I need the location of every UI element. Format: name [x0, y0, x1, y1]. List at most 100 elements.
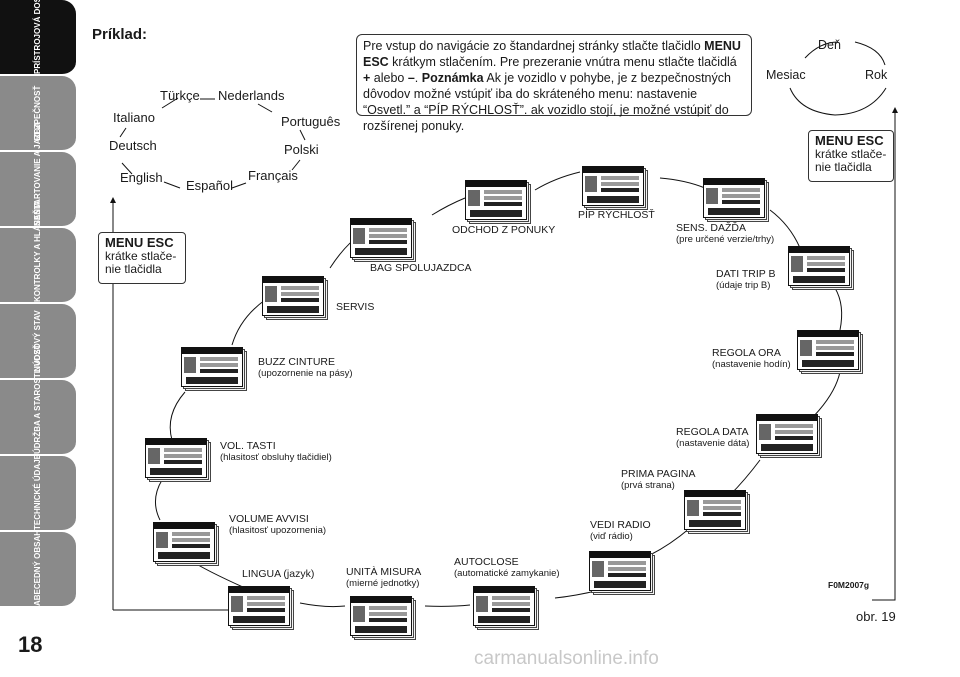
tab-kontrolky[interactable]: KONTROLKY A HLÁSENIA [0, 201, 76, 304]
menu-item-sub: (pre určené verzie/trhy) [676, 234, 775, 245]
label-regola-ora: REGOLA ORA(nastavenie hodín) [712, 347, 791, 371]
note-bold: + [363, 71, 371, 85]
label-buzz: BUZZ CINTURE(upozornenie na pásy) [258, 356, 353, 380]
example-title: Príklad: [92, 26, 148, 43]
display-screen [473, 586, 539, 630]
lang-polski: Polski [284, 142, 319, 157]
chapter-sidebar: PRÍSTROJOVÁ DOSKA A OVLÁDAČE BEZPEČNOSŤ … [0, 0, 76, 677]
label-volume-avvisi: VOLUME AVVISI(hlasitosť upozornenia) [229, 513, 326, 537]
menu-item-label: ODCHOD Z PONUKY [452, 224, 556, 236]
menu-item-label: PRIMA PAGINA [621, 468, 696, 480]
label-sens-dazda: SENS. DAŽĎA(pre určené verzie/trhy) [676, 222, 774, 246]
display-screen [153, 522, 219, 566]
menu-item-label: DATI TRIP B [716, 268, 776, 280]
lang-turkce: Türkçe [160, 88, 200, 103]
note-text: Pre vstup do navigácie zo štandardnej st… [363, 39, 705, 53]
menu-item-sub: (nastavenie dáta) [676, 438, 750, 449]
display-screen [181, 347, 247, 391]
menu-item-sub: (viď rádio) [590, 531, 633, 542]
menu-item-label: UNITÀ MISURA [346, 566, 422, 578]
watermark: carmanualsonline.info [474, 648, 659, 669]
display-screen [703, 178, 769, 222]
label-prima-pagina: PRIMA PAGINA(prvá strana) [621, 468, 696, 492]
menu-item-sub: (nastavenie hodín) [712, 359, 791, 370]
label-vol-tasti: VOL. TASTI(hlasitosť obsluhy tlačidiel) [220, 440, 332, 464]
lang-italiano: Italiano [113, 110, 155, 125]
display-screen [350, 218, 416, 262]
lang-deutsch: Deutsch [109, 138, 157, 153]
label-bag: BAG SPOLUJAZDCA [370, 262, 472, 274]
menu-item-label: REGOLA DATA [676, 426, 749, 438]
menu-item-label: VEDI RADIO [590, 519, 651, 531]
note-text: krátkym stlačením. Pre prezeranie vnútra… [388, 55, 737, 69]
menu-item-sub: (automatické zamykanie) [454, 568, 560, 579]
note-text: Ak je vozidlo v pohybe, je z bezpečnostn… [363, 71, 731, 133]
date-rok: Rok [865, 68, 888, 82]
tab-udrzba[interactable]: ÚDRŽBA A STAROSTLIVOSŤ [0, 344, 76, 456]
label-vedi-radio: VEDI RADIO(viď rádio) [590, 519, 651, 543]
menu-item-label: VOL. TASTI [220, 440, 276, 452]
label-odchod: ODCHOD Z PONUKY [452, 224, 555, 236]
figure-code: F0M2007g [828, 580, 870, 590]
menu-item-label: REGOLA ORA [712, 347, 781, 359]
lang-francais: Français [248, 168, 298, 183]
menu-item-sub: (prvá strana) [621, 480, 675, 491]
tab-pristrojova-doska[interactable]: PRÍSTROJOVÁ DOSKA A OVLÁDAČE [0, 0, 76, 76]
display-screen [262, 276, 328, 320]
label-pip-rychlost: PÍP RÝCHLOSŤ [578, 209, 655, 221]
lang-english: English [120, 170, 163, 185]
page-number: 18 [18, 632, 43, 657]
menu-item-label: SERVIS [336, 301, 375, 313]
label-regola-data: REGOLA DATA(nastavenie dáta) [676, 426, 749, 450]
menu-item-sub: (hlasitosť upozornenia) [229, 525, 327, 536]
display-screen [350, 596, 416, 640]
display-screen [228, 586, 294, 630]
tab-nastartovanie[interactable]: NAŠTARTOVANIE A JAZDA [0, 122, 76, 228]
display-screen [465, 180, 531, 224]
menu-esc-left: MENU ESC krátke stlače-nie tlačidla [98, 232, 186, 284]
menu-item-sub: (upozornenie na pásy) [258, 368, 353, 379]
display-screen [589, 551, 655, 595]
date-den: Deň [818, 38, 841, 52]
menu-esc-right: MENU ESC krátke stlače-nie tlačidla [808, 130, 894, 182]
display-screen [788, 246, 854, 290]
note-bold: MENU ESC [363, 39, 741, 69]
label-lingua: LINGUA (jazyk) [242, 568, 314, 580]
menu-item-sub: (mierné jednotky) [346, 578, 420, 589]
menu-esc-text: krátke stlače-nie tlačidla [815, 147, 887, 174]
menu-item-label: VOLUME AVVISI [229, 513, 309, 525]
menu-item-sub: (údaje trip B) [716, 280, 771, 291]
info-note: Pre vstup do navigácie zo štandardnej st… [356, 34, 752, 133]
tab-abecedny-obsah[interactable]: ABECEDNÝ OBSAH [0, 530, 76, 608]
label-autoclose: AUTOCLOSE(automatické zamykanie) [454, 556, 560, 580]
display-screen [684, 490, 750, 534]
label-servis: SERVIS [336, 301, 374, 313]
display-screen [797, 330, 863, 374]
tab-nudzovy-stav[interactable]: NÚDZOVÝ STAV [0, 304, 76, 380]
date-mesiac: Mesiac [766, 68, 806, 82]
note-text: alebo [370, 71, 408, 85]
display-screen [756, 414, 822, 458]
label-dati-trip: DATI TRIP B(údaje trip B) [716, 268, 776, 292]
tab-bezpecnost[interactable]: BEZPEČNOSŤ [0, 76, 76, 152]
note-bold: Poznámka [421, 71, 484, 85]
menu-item-label: LINGUA (jazyk) [242, 568, 315, 580]
lang-portugues: Português [281, 114, 341, 129]
menu-item-label: PÍP RÝCHLOSŤ [578, 209, 655, 221]
note-bold: – [407, 71, 415, 85]
menu-esc-head: MENU ESC [105, 235, 174, 250]
menu-esc-head: MENU ESC [815, 133, 884, 148]
note-text: . [414, 71, 422, 85]
menu-item-sub: (hlasitosť obsluhy tlačidiel) [220, 452, 332, 463]
menu-item-label: SENS. DAŽĎA [676, 222, 747, 234]
tab-technicke-udaje[interactable]: TECHNICKÉ ÚDAJE [0, 454, 76, 532]
menu-item-label: AUTOCLOSE [454, 556, 519, 568]
lang-espanol: Español [186, 178, 233, 193]
menu-item-label: BUZZ CINTURE [258, 356, 335, 368]
lang-nederlands: Nederlands [218, 88, 285, 103]
menu-esc-text: krátke stlače-nie tlačidla [105, 249, 177, 276]
display-screen [145, 438, 211, 482]
figure-caption: obr. 19 [856, 609, 896, 624]
label-unita-misura: UNITÀ MISURA(mierné jednotky) [346, 566, 421, 590]
menu-item-label: BAG SPOLUJAZDCA [370, 262, 472, 274]
